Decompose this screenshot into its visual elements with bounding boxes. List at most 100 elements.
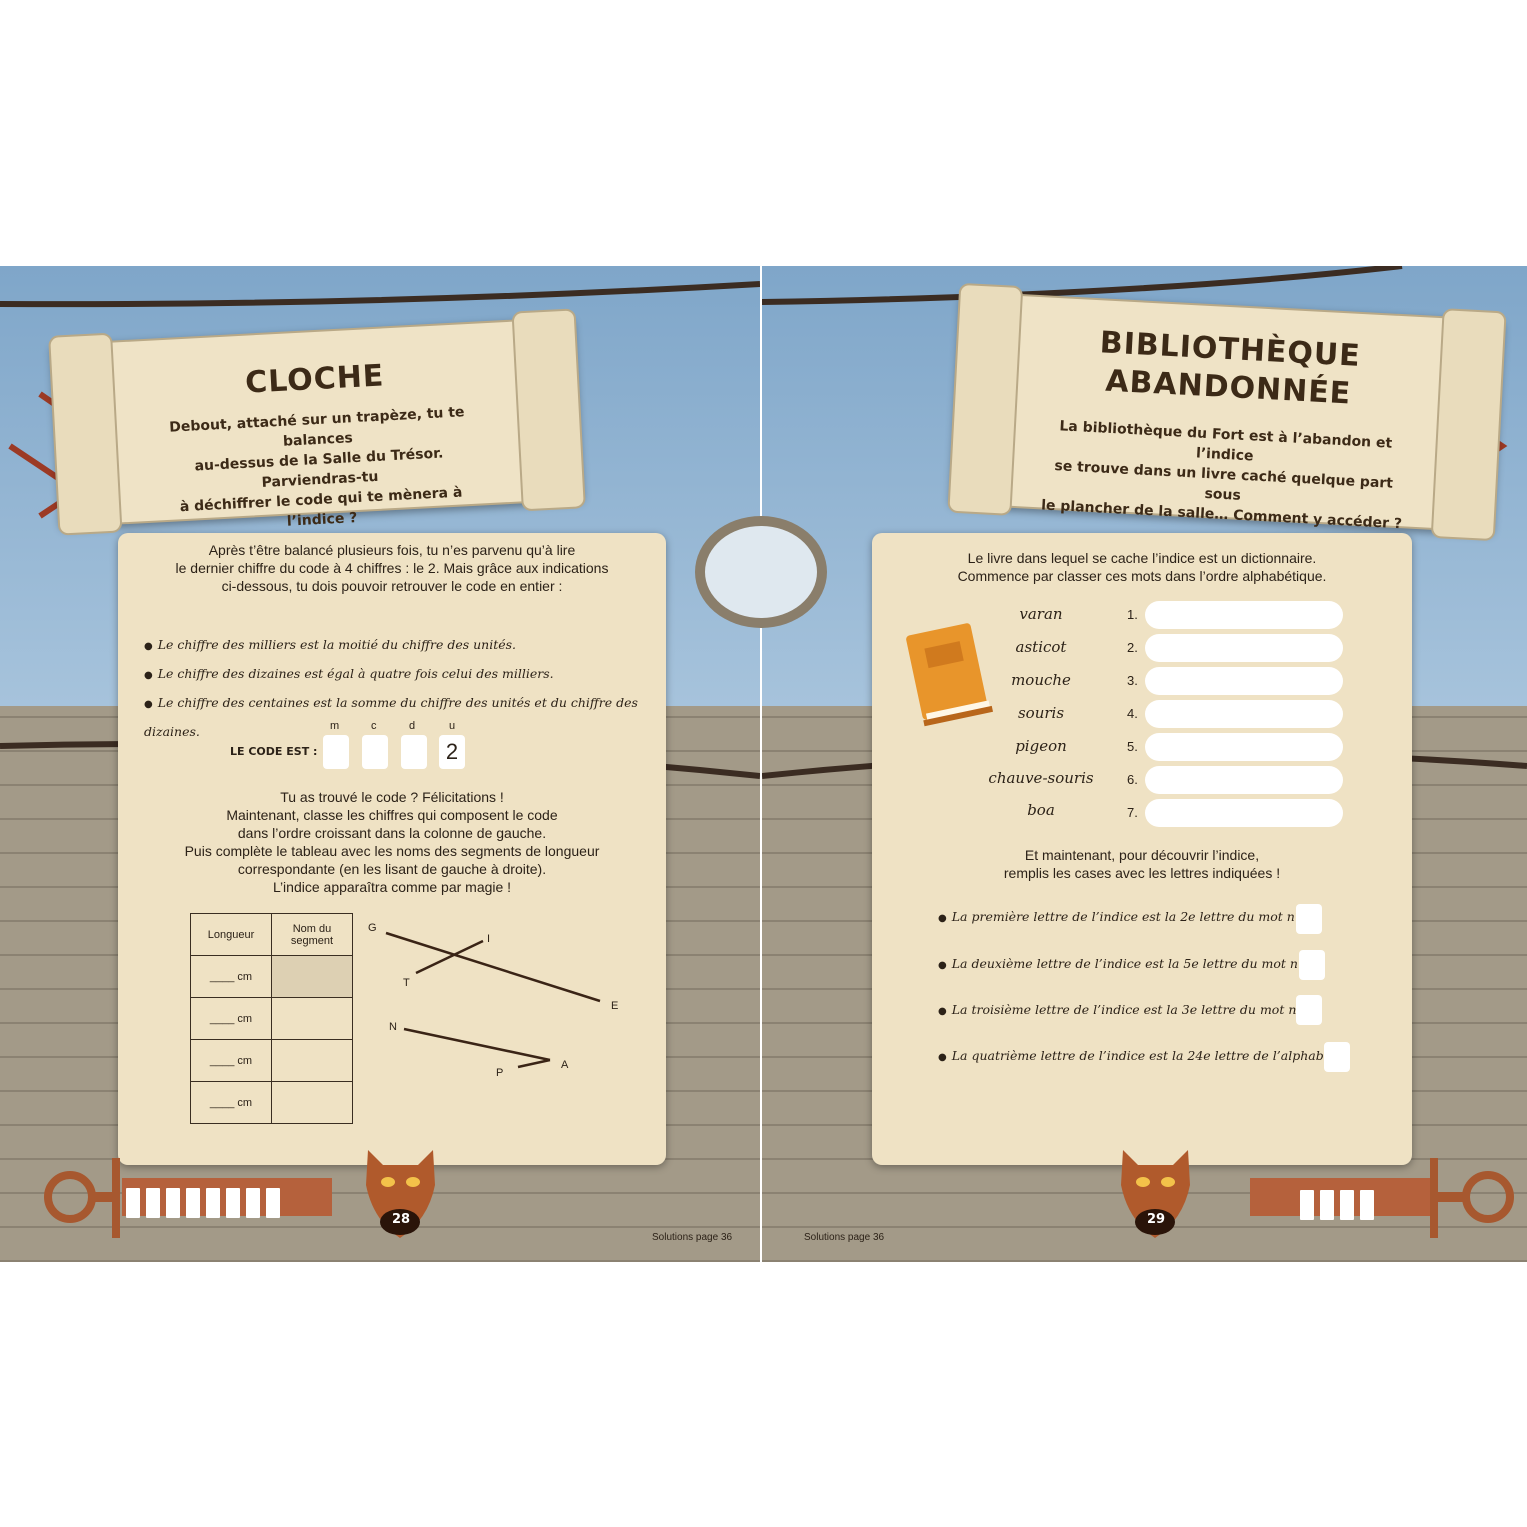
letter-clue-3: La troisième lettre de l’indice est la 3… (938, 1002, 1319, 1017)
table-row: ____ cm (190, 997, 353, 1040)
rank-input-3[interactable] (1145, 667, 1343, 695)
scroll-end-right (511, 308, 586, 512)
letter-input-2[interactable] (1299, 950, 1325, 980)
rank-input-4[interactable] (1145, 700, 1343, 728)
rank-input-7[interactable] (1145, 799, 1343, 827)
slot[interactable] (1320, 1190, 1334, 1220)
segment-table: Longueur Nom du segment ____ cm ____ cm … (190, 913, 353, 1124)
slot[interactable] (226, 1188, 240, 1218)
rank-number: 1. (1127, 607, 1138, 622)
table-row: ____ cm (190, 955, 353, 998)
table-row: ____ cm (190, 1081, 353, 1124)
followup-line: remplis les cases avec les lettres indiq… (1003, 865, 1281, 881)
page-number: 28 (391, 1212, 411, 1227)
letter-input-4[interactable] (1324, 1042, 1350, 1072)
code-col-d: d (409, 720, 416, 732)
code-col-m: m (330, 720, 340, 732)
slot[interactable] (166, 1188, 180, 1218)
segment-name-cell[interactable] (271, 1039, 353, 1082)
code-digit-input-c[interactable] (362, 735, 388, 769)
code-digit-input-d[interactable] (401, 735, 427, 769)
solutions-note-right: Solutions page 36 (804, 1232, 885, 1243)
word-item: varan (1019, 605, 1063, 623)
slot[interactable] (126, 1188, 140, 1218)
clue-tens: Le chiffre des dizaines est égal à quatr… (144, 660, 666, 689)
segment-name-cell[interactable] (271, 1081, 353, 1124)
slot[interactable] (206, 1188, 220, 1218)
slot[interactable] (266, 1188, 280, 1218)
book-icon (906, 623, 994, 727)
page-number: 29 (1146, 1212, 1166, 1227)
segments-diagram: G I T E N P A (368, 922, 618, 1079)
followup-line: Puis complète le tableau avec les noms d… (184, 843, 600, 859)
scroll-end-left (48, 332, 123, 536)
title-scroll-right: BIBLIOTHÈQUE ABANDONNÉE La bibliothèque … (947, 282, 1507, 542)
page-title: CLOCHE (244, 358, 386, 401)
word-item: asticot (1015, 638, 1067, 656)
rank-number: 7. (1127, 805, 1138, 820)
point-label: E (611, 1000, 618, 1012)
parchment-right: Le livre dans lequel se cache l’indice e… (872, 533, 1412, 1165)
rank-number: 4. (1127, 706, 1138, 721)
clue-thousands: Le chiffre des milliers est la moitié du… (144, 631, 666, 660)
instruction-line: Commence par classer ces mots dans l’ord… (957, 568, 1327, 584)
rank-number: 6. (1127, 772, 1138, 787)
slot[interactable] (246, 1188, 260, 1218)
code-col-u: u (449, 720, 456, 732)
table-header-name: Nom du segment (271, 913, 353, 956)
instruction-line: Après t’être balancé plusieurs fois, tu … (208, 542, 576, 558)
gargoyle-icon (366, 1150, 435, 1238)
segment-name-cell[interactable] (271, 997, 353, 1040)
followup-line: L’indice apparaîtra comme par magie ! (272, 879, 512, 895)
code-col-c: c (371, 720, 377, 732)
length-cell[interactable]: ____ cm (190, 997, 272, 1040)
instruction-line: le dernier chiffre du code à 4 chiffres … (175, 560, 609, 576)
rank-input-1[interactable] (1145, 601, 1343, 629)
slot[interactable] (1360, 1190, 1374, 1220)
point-label: I (487, 933, 490, 945)
solutions-note-left: Solutions page 36 (652, 1232, 733, 1243)
rank-input-2[interactable] (1145, 634, 1343, 662)
length-cell[interactable]: ____ cm (190, 1081, 272, 1124)
code-digit-u: 2 (439, 735, 465, 769)
rank-input-6[interactable] (1145, 766, 1343, 794)
point-label: A (561, 1059, 569, 1071)
slot[interactable] (1300, 1190, 1314, 1220)
letter-input-1[interactable] (1296, 904, 1322, 934)
key-icon (1250, 1158, 1514, 1238)
followup-line: Et maintenant, pour découvrir l’indice, (1024, 847, 1260, 863)
instruction-line: ci-dessous, tu dois pouvoir retrouver le… (221, 578, 563, 594)
instruction-line: Le livre dans lequel se cache l’indice e… (967, 550, 1317, 566)
slot[interactable] (146, 1188, 160, 1218)
letter-input-3[interactable] (1296, 995, 1322, 1025)
word-item: mouche (1011, 671, 1071, 689)
rank-number: 5. (1127, 739, 1138, 754)
segment-PA (517, 1058, 551, 1069)
segment-TI (415, 939, 484, 975)
point-label: P (496, 1067, 503, 1079)
point-label: N (389, 1021, 397, 1033)
length-cell[interactable]: ____ cm (190, 955, 272, 998)
letter-clue-4: La quatrième lettre de l’indice est la 2… (938, 1048, 1344, 1063)
word-item: chauve-souris (988, 769, 1094, 787)
clue-hundreds: Le chiffre des centaines est la somme du… (144, 689, 666, 745)
rank-number: 3. (1127, 673, 1138, 688)
word-item: pigeon (1015, 737, 1067, 755)
gargoyle-icon (1121, 1150, 1190, 1238)
followup-line: dans l’ordre croissant dans la colonne d… (237, 825, 547, 841)
table-header-length: Longueur (190, 913, 272, 956)
point-label: G (368, 922, 377, 934)
length-cell[interactable]: ____ cm (190, 1039, 272, 1082)
segment-name-cell[interactable] (271, 955, 353, 998)
rank-input-5[interactable] (1145, 733, 1343, 761)
slot[interactable] (1340, 1190, 1354, 1220)
rank-number: 2. (1127, 640, 1138, 655)
parchment-left: Après t’être balancé plusieurs fois, tu … (118, 533, 666, 1165)
slot[interactable] (186, 1188, 200, 1218)
followup-line: Tu as trouvé le code ? Félicitations ! (280, 789, 504, 805)
code-digit-input-m[interactable] (323, 735, 349, 769)
key-slots-left (126, 1188, 284, 1218)
followup-line: Maintenant, classe les chiffres qui comp… (226, 807, 558, 823)
code-label: LE CODE EST : (230, 745, 318, 758)
followup-line: correspondante (en les lisant de gauche … (237, 861, 547, 877)
